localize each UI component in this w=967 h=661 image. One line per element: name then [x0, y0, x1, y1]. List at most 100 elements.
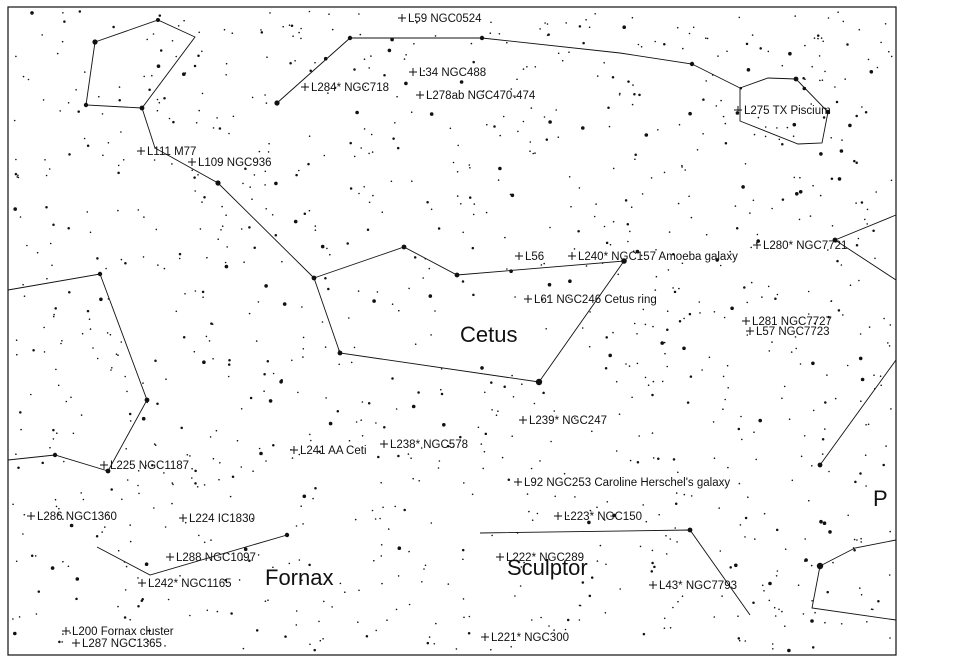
background-star — [22, 533, 24, 535]
background-star — [705, 233, 708, 236]
background-star — [737, 427, 741, 431]
background-star — [89, 328, 92, 330]
object-label: L59 NGC0524 — [408, 13, 482, 25]
background-star — [629, 230, 631, 233]
background-star — [86, 211, 89, 213]
background-star — [840, 623, 843, 625]
background-star — [784, 548, 787, 550]
background-star — [184, 521, 187, 524]
background-star — [756, 233, 759, 236]
background-star — [95, 534, 99, 538]
background-star — [717, 55, 719, 57]
background-star — [49, 446, 51, 449]
background-star — [23, 295, 26, 298]
background-star — [146, 38, 148, 41]
background-star — [526, 66, 528, 68]
background-star — [678, 123, 681, 126]
background-star — [619, 588, 621, 590]
background-star — [548, 120, 552, 124]
background-star — [859, 472, 862, 475]
star-major — [817, 462, 823, 468]
background-star — [844, 78, 846, 80]
background-star — [663, 341, 666, 344]
background-star — [129, 420, 132, 422]
background-star — [208, 340, 211, 342]
background-star — [612, 220, 615, 223]
background-star — [194, 290, 197, 292]
background-star — [842, 314, 844, 316]
background-star — [889, 637, 891, 639]
background-star — [301, 579, 303, 581]
background-star — [636, 362, 639, 365]
background-star — [511, 374, 513, 377]
background-star — [177, 25, 180, 27]
background-star — [574, 496, 576, 498]
background-star — [257, 301, 260, 303]
background-star — [241, 558, 243, 561]
background-star — [251, 517, 254, 520]
background-star — [457, 144, 460, 147]
background-star — [15, 339, 18, 342]
background-star — [98, 95, 100, 98]
background-star — [350, 361, 353, 364]
constellation-name-p: P — [873, 486, 888, 511]
background-star — [713, 311, 716, 313]
star-major — [816, 562, 824, 570]
background-star — [41, 34, 43, 36]
background-star — [516, 78, 518, 81]
background-star — [147, 629, 149, 632]
background-star — [395, 408, 398, 410]
background-star — [27, 78, 30, 81]
background-star — [30, 393, 32, 396]
background-star — [348, 439, 351, 442]
background-star — [349, 141, 352, 145]
background-star — [585, 19, 587, 21]
background-star — [210, 539, 212, 541]
background-star — [101, 113, 104, 115]
background-star — [517, 130, 519, 133]
background-star — [819, 152, 823, 156]
background-star — [353, 68, 356, 71]
background-star — [835, 100, 839, 104]
background-star — [688, 32, 691, 35]
background-star — [822, 116, 826, 119]
background-star — [638, 93, 641, 97]
background-star — [521, 383, 523, 386]
background-star — [587, 520, 591, 525]
star-major — [479, 35, 485, 41]
background-star — [196, 486, 199, 488]
background-star — [853, 538, 856, 541]
background-star — [61, 641, 63, 643]
background-star — [846, 364, 849, 367]
background-star — [426, 641, 430, 645]
background-star — [828, 530, 832, 534]
background-star — [802, 76, 805, 80]
background-star — [545, 328, 547, 330]
background-star — [61, 40, 64, 43]
background-star — [727, 387, 729, 389]
background-star — [285, 636, 287, 638]
background-star — [837, 309, 841, 312]
background-star — [308, 563, 311, 567]
background-star — [657, 457, 660, 460]
background-star — [567, 296, 570, 299]
background-star — [271, 214, 274, 216]
background-star — [792, 122, 797, 127]
object-label: L34 NGC488 — [419, 67, 486, 79]
star-major — [793, 76, 799, 82]
background-star — [121, 498, 123, 501]
background-star — [380, 544, 383, 546]
background-star — [654, 40, 656, 43]
background-star — [528, 510, 530, 513]
background-star — [640, 46, 643, 48]
background-star — [737, 637, 741, 640]
background-star — [336, 409, 340, 413]
background-star — [618, 413, 621, 416]
background-star — [178, 257, 181, 260]
background-star — [702, 133, 704, 135]
background-star — [365, 635, 369, 638]
background-star — [485, 211, 488, 214]
background-star — [430, 334, 432, 336]
background-star — [75, 597, 78, 601]
background-star — [408, 603, 411, 606]
